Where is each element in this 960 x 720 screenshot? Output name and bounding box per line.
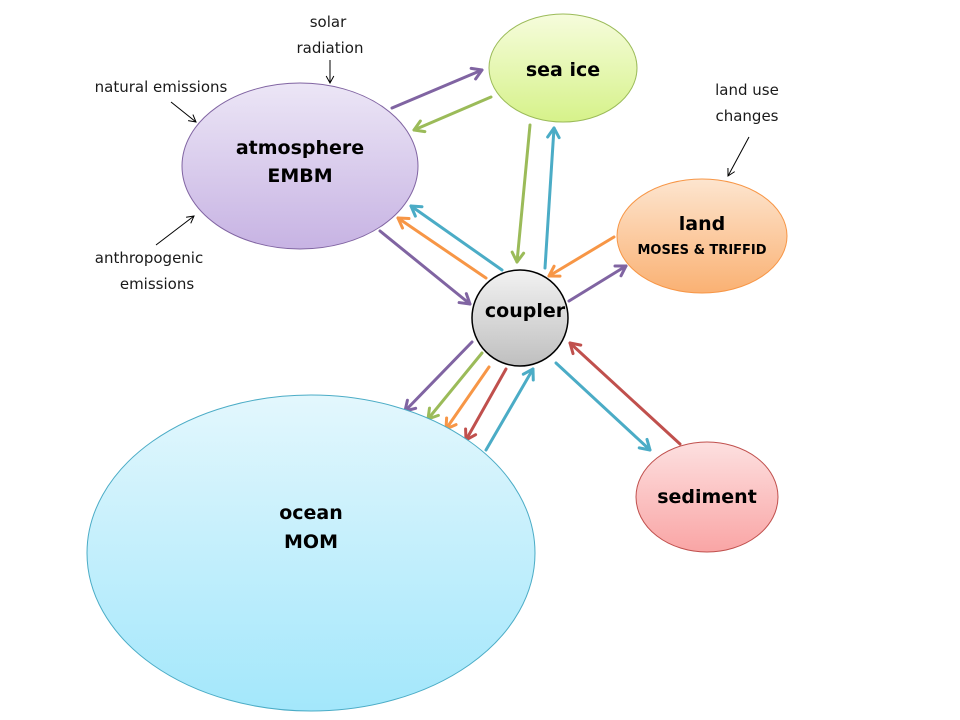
flow-line xyxy=(378,229,472,306)
arrowhead-icon xyxy=(547,264,562,278)
land-use-changes-arrow xyxy=(727,136,750,177)
flow-arrows xyxy=(378,66,682,452)
ocean-title: ocean xyxy=(279,502,343,524)
arrowhead-icon xyxy=(510,250,526,264)
annotation-solar-radiation: solar radiation xyxy=(297,13,364,57)
node-sediment: sediment xyxy=(635,441,779,553)
annotation-land-use-changes: land use changes xyxy=(715,81,779,125)
flow-arrow-sediment-to-coupler xyxy=(568,341,682,446)
sediment-title: sediment xyxy=(657,486,757,508)
anthropogenic-emissions-line-1: anthropogenic xyxy=(95,249,203,267)
land-subtitle: MOSES & TRIFFID xyxy=(637,243,766,258)
atmosphere-title: atmosphere xyxy=(236,137,364,159)
flow-line xyxy=(484,367,535,452)
atmosphere-ellipse xyxy=(181,82,419,250)
atmosphere-subtitle: EMBM xyxy=(267,165,332,187)
flow-arrow-coupler-to-sediment xyxy=(554,361,652,452)
flow-line xyxy=(396,216,488,280)
flow-arrow-sea-ice-to-atmosphere xyxy=(412,95,493,134)
natural-emissions-arrow xyxy=(170,101,197,123)
flow-line xyxy=(426,351,484,421)
node-coupler: coupler xyxy=(471,269,569,367)
flow-arrow-atmosphere-to-sea-ice xyxy=(390,66,484,110)
solar-radiation-line-2: radiation xyxy=(297,39,364,57)
anthropogenic-emissions-arrow xyxy=(155,215,195,246)
node-ocean: ocean MOM xyxy=(86,394,536,712)
coupler-title: coupler xyxy=(485,300,566,322)
arrowhead-icon xyxy=(186,215,195,224)
flow-arrow-sea-ice-to-coupler xyxy=(510,123,532,264)
flow-arrow-coupler-to-ocean xyxy=(444,365,491,431)
arrowhead-icon xyxy=(521,367,535,382)
flow-line xyxy=(390,68,484,110)
arrowhead-icon xyxy=(727,167,735,177)
ocean-ellipse xyxy=(86,394,536,712)
anthropogenic-emissions-line-2: emissions xyxy=(120,275,194,293)
flow-line xyxy=(444,365,491,431)
arrowhead-icon xyxy=(188,114,197,123)
flow-line xyxy=(554,361,652,452)
flow-arrow-coupler-to-ocean xyxy=(464,367,508,442)
arrowhead-icon xyxy=(546,126,561,140)
arrowhead-icon xyxy=(457,292,472,306)
flow-arrow-coupler-to-atmosphere xyxy=(409,204,504,272)
flow-arrow-atmosphere-to-coupler xyxy=(378,229,472,306)
land-use-changes-line-2: changes xyxy=(715,107,778,125)
arrowhead-icon xyxy=(613,264,628,278)
arrowhead-icon xyxy=(568,341,583,356)
flow-line xyxy=(412,95,493,132)
arrowhead-icon xyxy=(396,216,411,230)
flow-line xyxy=(515,123,532,264)
node-sea-ice: sea ice xyxy=(488,13,638,123)
node-atmosphere: atmosphere EMBM xyxy=(181,82,419,250)
flow-arrow-coupler-to-sea-ice xyxy=(543,126,561,270)
flow-arrow-coupler-to-atmosphere xyxy=(396,216,488,280)
solar-radiation-arrow xyxy=(325,60,335,85)
land-title: land xyxy=(679,213,725,235)
flow-arrow-ocean-to-coupler xyxy=(484,367,535,452)
annotation-natural-emissions: natural emissions xyxy=(95,78,228,96)
ocean-subtitle: MOM xyxy=(284,531,338,553)
flow-line xyxy=(409,204,504,272)
flow-line xyxy=(403,340,474,413)
natural-emissions-label: natural emissions xyxy=(95,78,228,96)
annotation-arrows xyxy=(155,60,750,246)
flow-arrow-coupler-to-land xyxy=(567,264,628,303)
flow-arrow-coupler-to-ocean xyxy=(426,351,484,421)
flow-line xyxy=(543,126,556,270)
arrowhead-icon xyxy=(469,66,484,81)
land-use-changes-line-1: land use xyxy=(715,81,779,99)
land-ellipse xyxy=(616,178,788,294)
flow-line xyxy=(547,235,616,278)
sea-ice-title: sea ice xyxy=(526,59,600,81)
flow-line xyxy=(567,264,628,303)
arrowhead-icon xyxy=(637,437,652,452)
arrowhead-icon xyxy=(409,204,424,218)
flow-line xyxy=(464,367,508,442)
node-land: land MOSES & TRIFFID xyxy=(616,178,788,294)
arrowhead-icon xyxy=(325,75,335,85)
solar-radiation-line-1: solar xyxy=(310,13,347,31)
sediment-ellipse xyxy=(635,441,779,553)
flow-arrow-land-to-coupler xyxy=(547,235,616,278)
arrowhead-icon xyxy=(412,119,427,134)
coupler-circle xyxy=(471,269,569,367)
annotation-anthropogenic-emissions: anthropogenic emissions xyxy=(95,249,203,293)
flow-line xyxy=(568,341,682,446)
sea-ice-ellipse xyxy=(488,13,638,123)
